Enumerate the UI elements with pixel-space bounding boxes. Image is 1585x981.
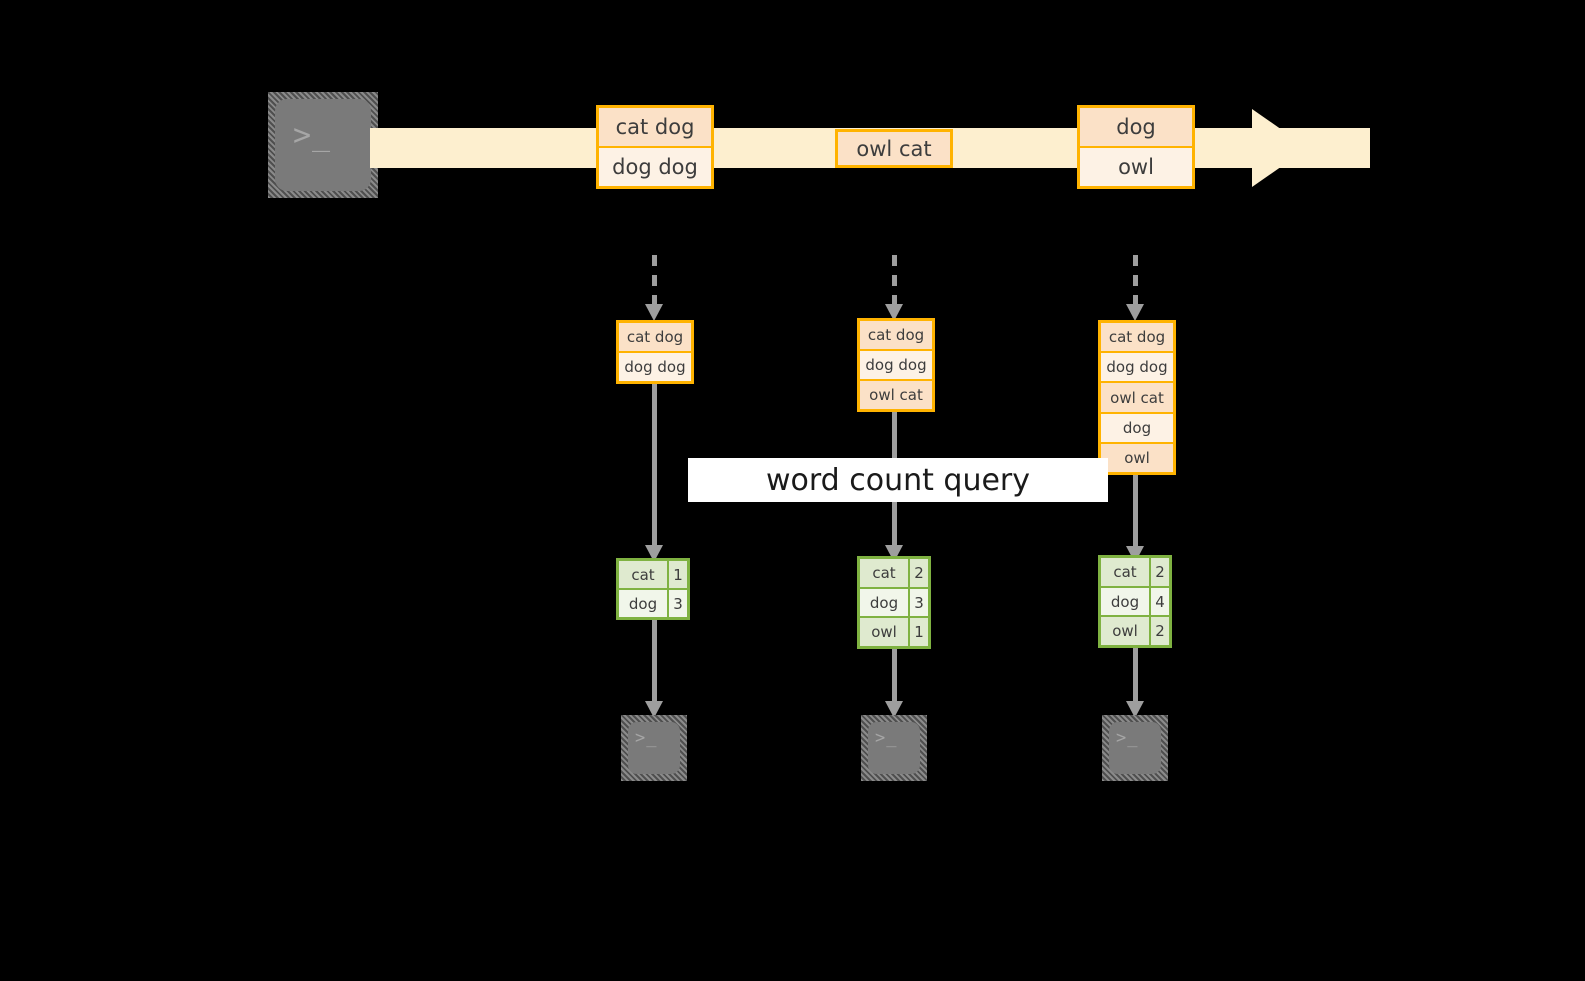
stream-event-line: cat dog	[599, 108, 711, 146]
result-count-cell: 3	[908, 588, 928, 617]
arrow-shaft	[892, 255, 897, 304]
table-row: cat 2	[1101, 558, 1169, 586]
stream-arrow-head	[1252, 109, 1308, 187]
arrow-shaft	[652, 384, 657, 545]
result-word-cell: dog	[619, 590, 667, 617]
sink-arrow	[1126, 648, 1144, 718]
snapshot-line: cat dog	[619, 323, 691, 351]
sink-terminal-icon: >_	[1102, 715, 1168, 781]
stream-event-line: dog dog	[599, 146, 711, 186]
arrow-head	[1126, 701, 1144, 718]
terminal-prompt-glyph: >_	[1116, 728, 1139, 748]
snapshot-line: owl cat	[860, 379, 932, 409]
snapshot-trigger-arrow	[885, 255, 903, 321]
table-row: owl 1	[860, 616, 928, 647]
arrow-shaft	[652, 255, 657, 304]
result-count-cell: 2	[908, 559, 928, 587]
query-label-band: word count query	[688, 458, 1108, 502]
query-label-text: word count query	[765, 462, 1031, 498]
result-table: cat 2 dog 4 owl 2	[1098, 555, 1172, 648]
result-count-cell: 3	[667, 590, 687, 617]
snapshot-line: cat dog	[1101, 323, 1173, 352]
terminal-prompt-glyph: >_	[635, 728, 658, 748]
arrow-head	[645, 545, 663, 562]
table-row: cat 2	[860, 559, 928, 587]
terminal-screen: >_	[868, 722, 920, 774]
sink-terminal-icon: >_	[621, 715, 687, 781]
result-count-cell: 1	[908, 618, 928, 647]
sink-arrow	[645, 620, 663, 718]
result-word-cell: cat	[1101, 558, 1149, 586]
snapshot-line: dog dog	[1101, 351, 1173, 382]
arrow-shaft	[892, 649, 897, 701]
arrow-head	[885, 701, 903, 718]
arrow-shaft	[652, 620, 657, 701]
snapshot-line: owl	[1101, 441, 1173, 473]
snapshot-trigger-arrow	[1126, 255, 1144, 321]
snapshot-line: owl cat	[1101, 381, 1173, 412]
snapshot-trigger-arrow	[645, 255, 663, 321]
snapshot-line: cat dog	[860, 321, 932, 349]
result-word-cell: dog	[860, 588, 908, 617]
sink-arrow	[885, 649, 903, 718]
terminal-screen: >_	[275, 99, 371, 191]
input-snapshot-box: cat dog dog dog owl cat	[857, 318, 935, 412]
stream-event-line: owl	[1080, 146, 1192, 186]
result-count-cell: 4	[1149, 587, 1169, 616]
result-word-cell: cat	[860, 559, 908, 587]
arrow-head	[1126, 304, 1144, 321]
input-snapshot-box: cat dog dog dog owl cat dog owl	[1098, 320, 1176, 475]
terminal-screen: >_	[1109, 722, 1161, 774]
stream-event-box: owl cat	[835, 129, 953, 168]
stream-event-box: cat dog dog dog	[596, 105, 714, 189]
snapshot-line: dog dog	[860, 349, 932, 379]
arrow-shaft	[1133, 255, 1138, 304]
source-terminal-icon: >_	[268, 92, 378, 198]
sink-terminal-icon: >_	[861, 715, 927, 781]
table-row: owl 2	[1101, 615, 1169, 646]
table-row: dog 3	[860, 586, 928, 617]
table-row: dog 3	[619, 588, 687, 617]
result-table: cat 2 dog 3 owl 1	[857, 556, 931, 649]
arrow-head	[885, 304, 903, 321]
table-row: cat 1	[619, 561, 687, 588]
result-count-cell: 1	[667, 561, 687, 588]
query-arrow	[645, 384, 663, 562]
arrow-shaft	[1133, 648, 1138, 701]
result-word-cell: cat	[619, 561, 667, 588]
stream-event-box: dog owl	[1077, 105, 1195, 189]
result-count-cell: 2	[1149, 617, 1169, 646]
stream-event-line: owl cat	[838, 132, 950, 165]
stream-event-line: dog	[1080, 108, 1192, 146]
arrow-head	[645, 701, 663, 718]
snapshot-line: dog dog	[619, 351, 691, 381]
terminal-prompt-glyph: >_	[293, 118, 332, 153]
result-word-cell: owl	[860, 618, 908, 647]
query-arrow	[1126, 475, 1144, 563]
result-count-cell: 2	[1149, 558, 1169, 586]
snapshot-line: dog	[1101, 411, 1173, 442]
arrow-head	[645, 304, 663, 321]
input-snapshot-box: cat dog dog dog	[616, 320, 694, 384]
table-row: dog 4	[1101, 585, 1169, 616]
result-word-cell: dog	[1101, 587, 1149, 616]
arrow-shaft	[1133, 475, 1138, 546]
terminal-screen: >_	[628, 722, 680, 774]
result-table: cat 1 dog 3	[616, 558, 690, 620]
terminal-prompt-glyph: >_	[875, 728, 898, 748]
result-word-cell: owl	[1101, 617, 1149, 646]
